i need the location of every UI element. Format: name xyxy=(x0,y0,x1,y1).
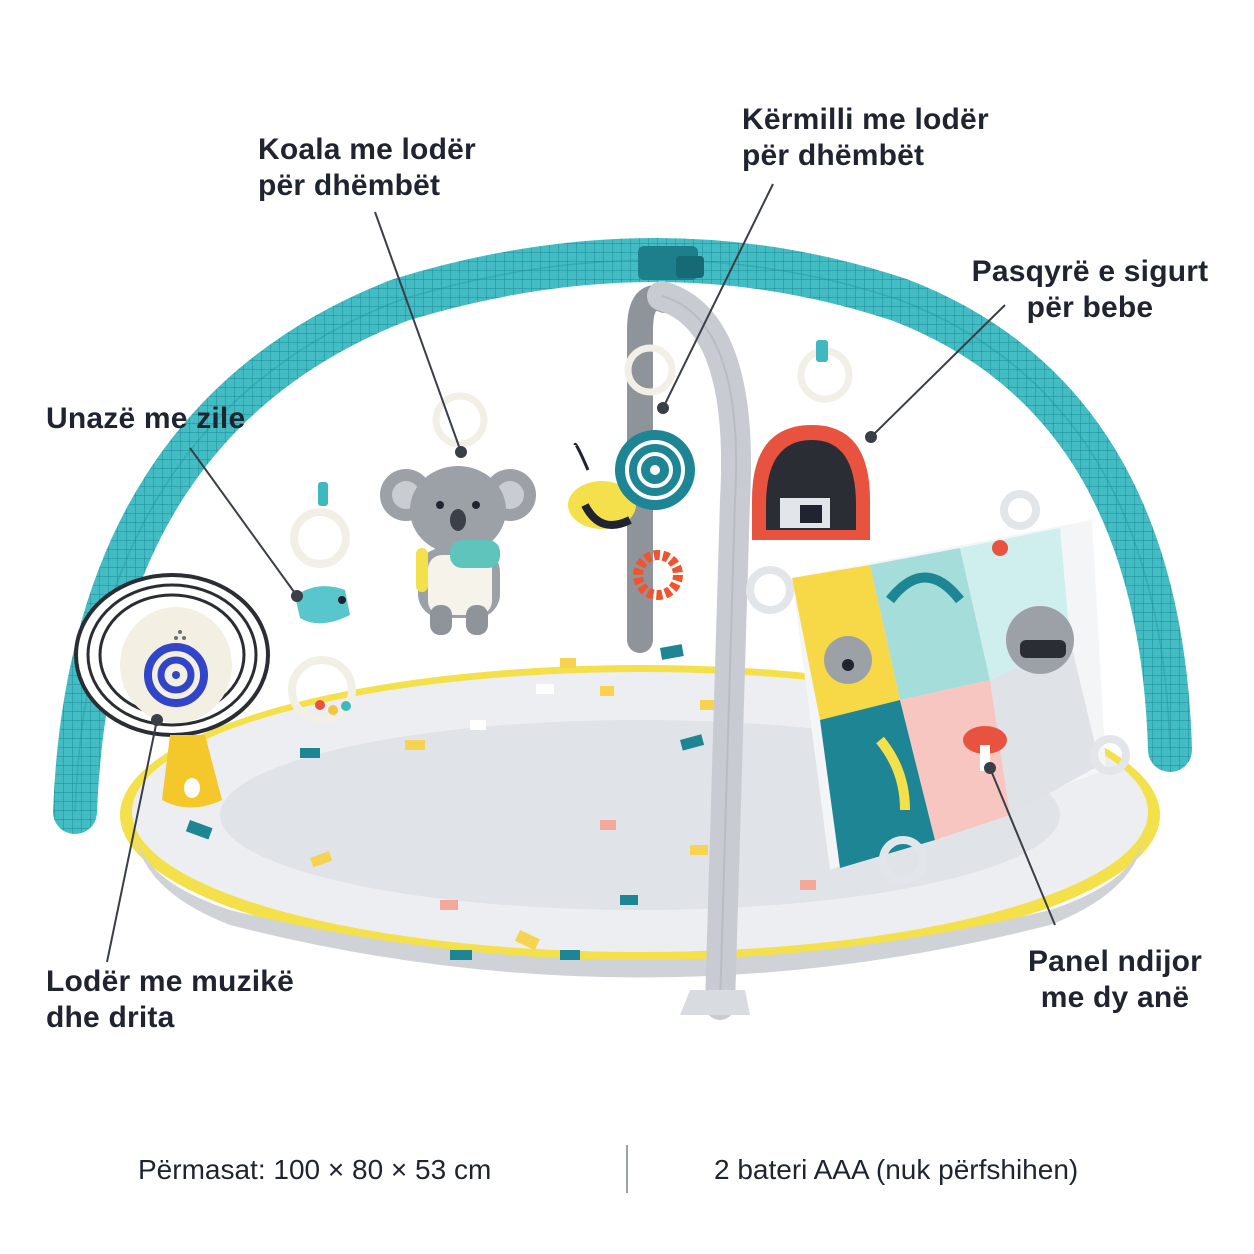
label-koala-teether: Koala me lodër për dhëmbët xyxy=(258,133,476,202)
music-light-toy-icon xyxy=(74,573,270,808)
label-bell-ring: Unazë me zile xyxy=(46,402,246,435)
mat-confetti xyxy=(185,644,816,960)
front-arch xyxy=(647,281,752,1020)
label-music-light-toy: Lodër me muzikë dhe drita xyxy=(46,965,295,1034)
mirror-icon xyxy=(752,340,870,540)
sensory-panel-icon xyxy=(746,490,1130,884)
snail-toy-icon xyxy=(568,344,695,600)
label-baby-mirror: Pasqyrë e sigurt për bebe xyxy=(971,255,1209,324)
spec-batteries: 2 bateri AAA (nuk përfshihen) xyxy=(714,1154,1079,1185)
label-sensory-panel: Panel ndijor me dy anë xyxy=(1027,945,1203,1014)
koala-toy-icon xyxy=(380,392,536,635)
teal-arch xyxy=(53,238,1192,834)
spec-divider xyxy=(626,1145,628,1193)
bell-ring-icon xyxy=(288,482,356,724)
label-snail-teether: Kërmilli me lodër për dhëmbët xyxy=(742,103,989,172)
spec-dimensions: Përmasat: 100 × 80 × 53 cm xyxy=(138,1154,492,1185)
callout-lines xyxy=(106,183,1056,963)
